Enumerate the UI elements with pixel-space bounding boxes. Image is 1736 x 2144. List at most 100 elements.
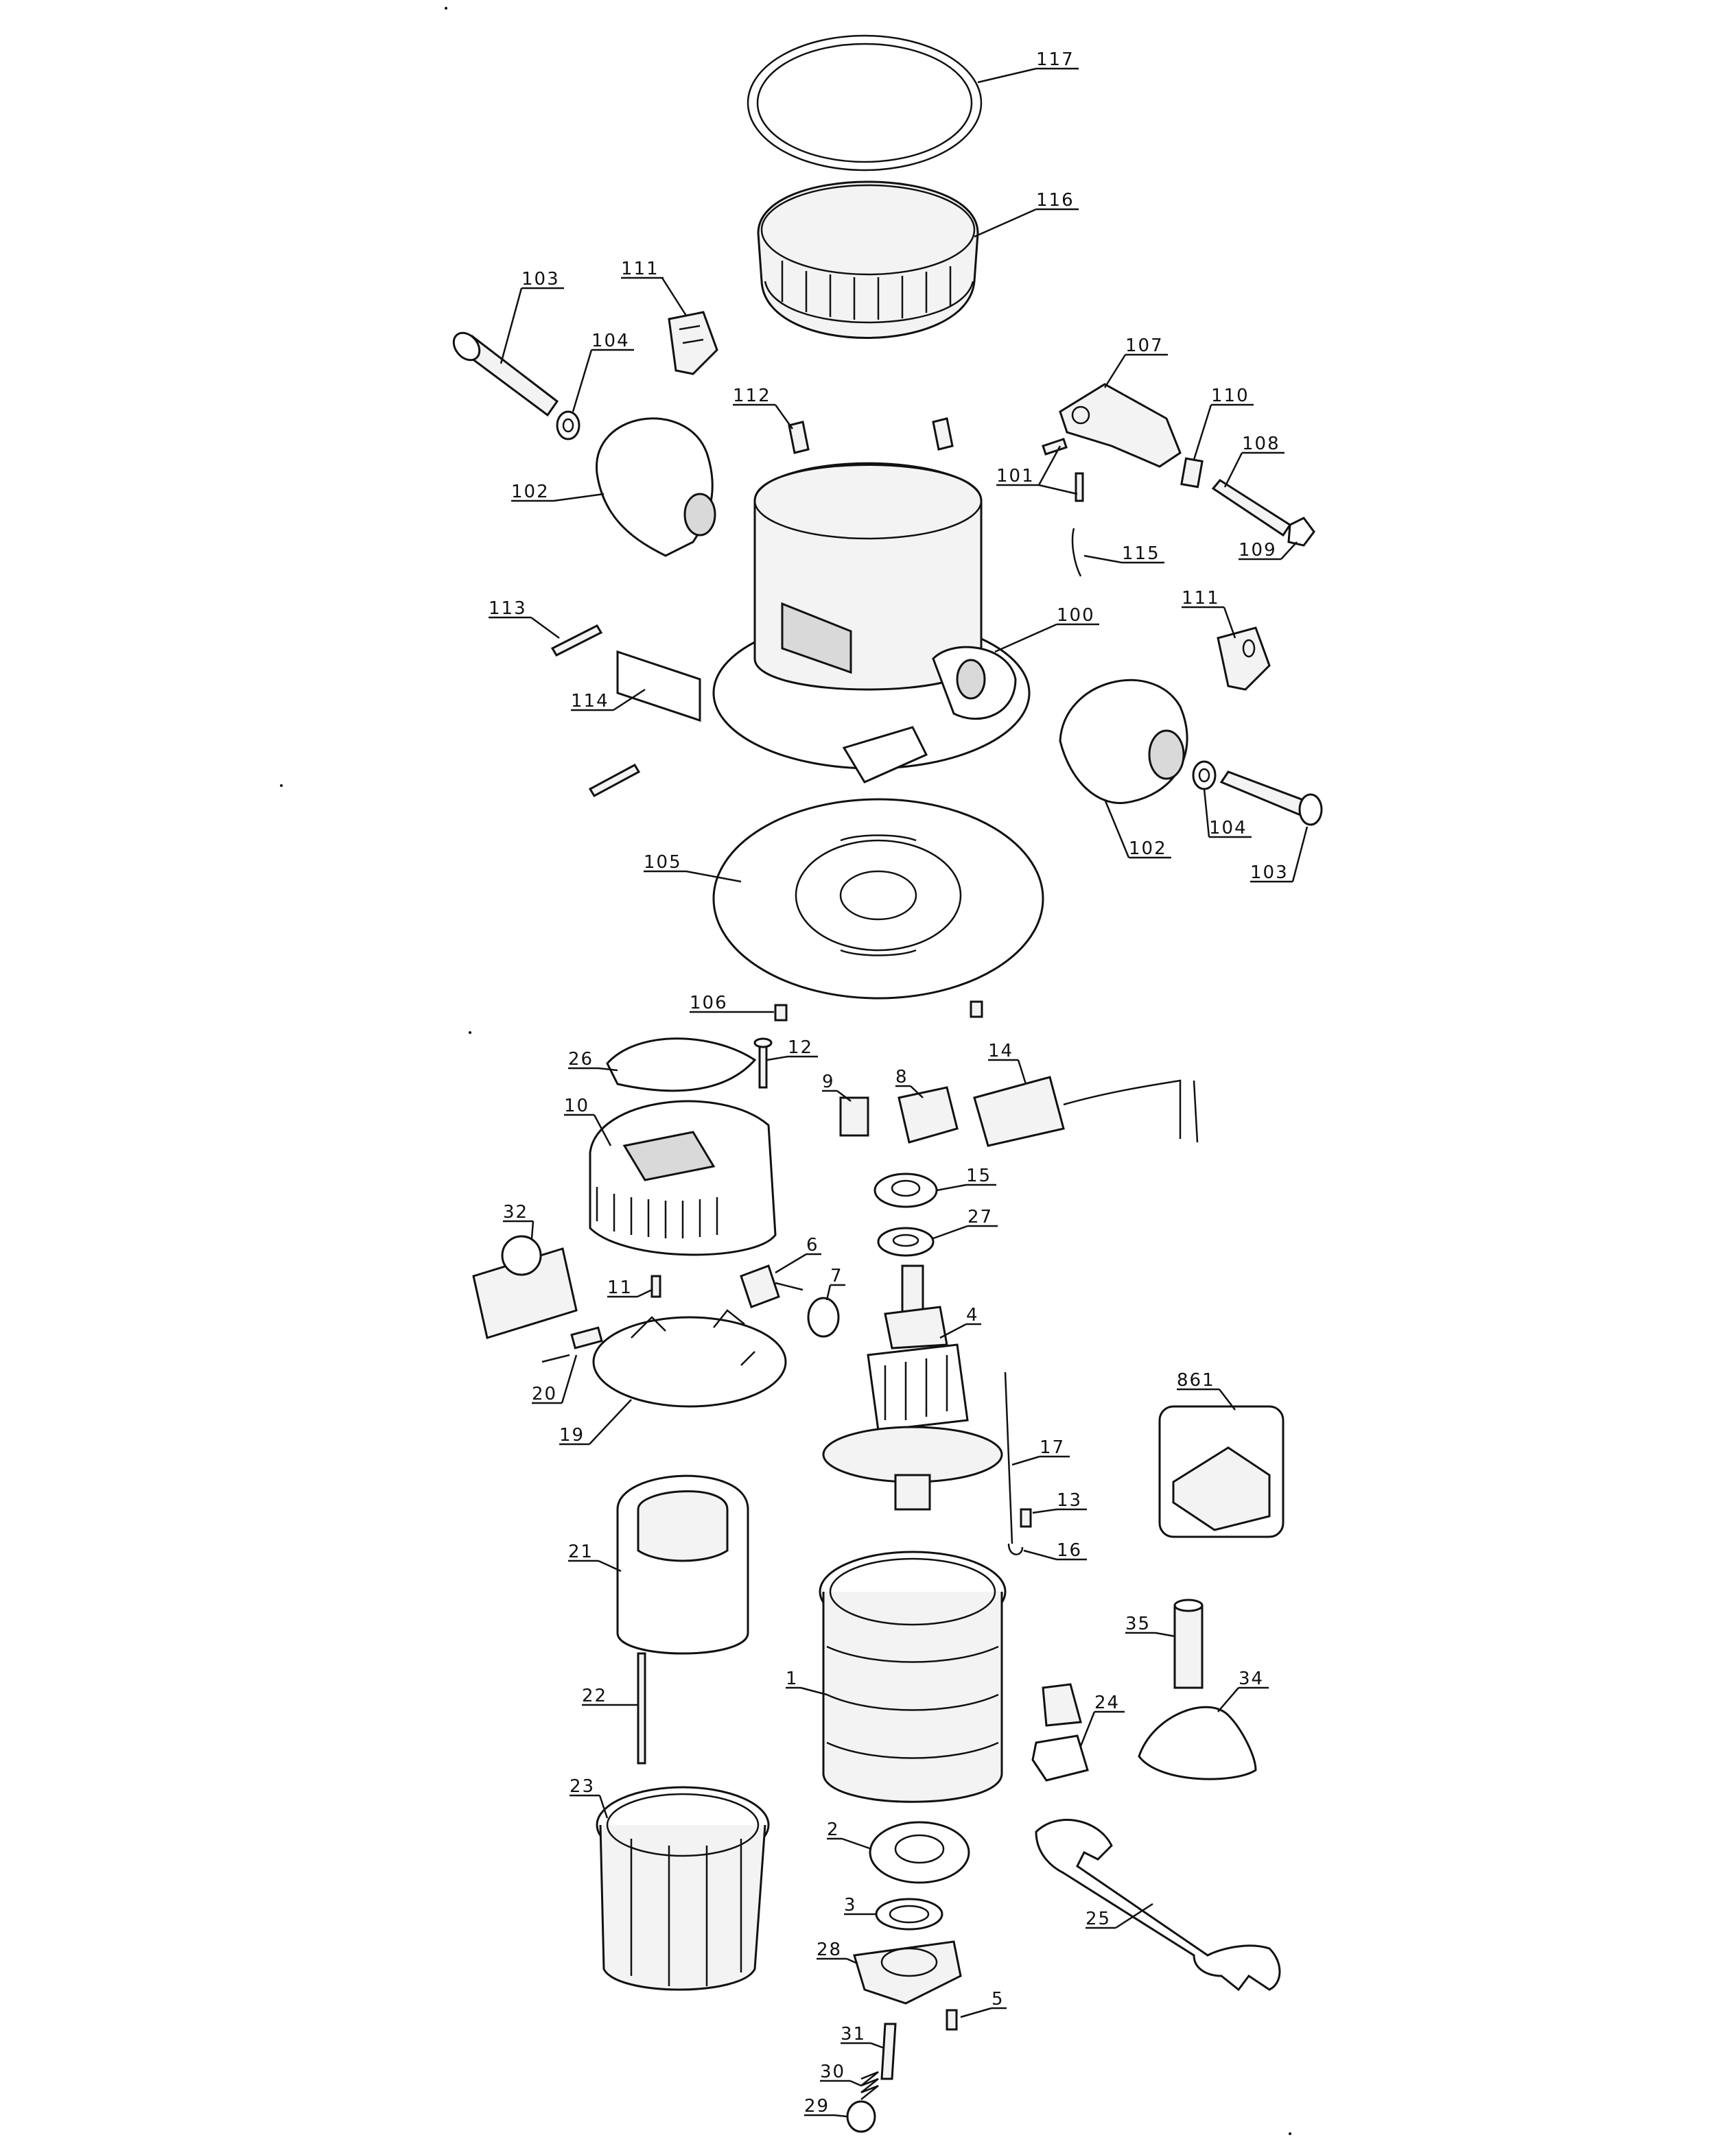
svg-text:15: 15: [966, 1166, 992, 1186]
callout-861: 861: [1177, 1370, 1236, 1411]
callout-22: 22: [582, 1686, 638, 1706]
callout-116: 116: [974, 190, 1079, 238]
callout-labels: 117 116 111 103 104 112 107 110 108 101 …: [489, 49, 1309, 2118]
lower-housing-part: [596, 1786, 770, 1991]
svg-text:111: 111: [1182, 588, 1220, 609]
leaf-spring-part: [1071, 528, 1082, 577]
callout-6: 6: [775, 1235, 821, 1274]
callout-12: 12: [766, 1037, 818, 1061]
svg-text:100: 100: [1057, 605, 1095, 626]
roll-pin-part: [1042, 438, 1084, 502]
callout-31: 31: [841, 2024, 884, 2049]
svg-text:117: 117: [1036, 49, 1075, 70]
svg-text:112: 112: [733, 386, 771, 406]
svg-text:29: 29: [804, 2096, 830, 2117]
svg-text:116: 116: [1036, 190, 1075, 211]
motor-housing-part: [819, 1551, 1007, 1803]
svg-text:35: 35: [1125, 1614, 1151, 1634]
motor-cap-part: [589, 1100, 777, 1256]
label-plate-part: [616, 650, 701, 722]
svg-text:17: 17: [1040, 1437, 1065, 1458]
callout-104: 104: [572, 331, 634, 412]
switch-part: [839, 1096, 869, 1137]
clamp-clip-part: [668, 311, 718, 375]
svg-text:106: 106: [690, 993, 728, 1013]
callout-15: 15: [936, 1166, 996, 1192]
field-coil-part: [616, 1474, 749, 1655]
svg-text:30: 30: [820, 2062, 845, 2082]
svg-text:32: 32: [503, 1202, 528, 1223]
callout-107: 107: [1103, 335, 1168, 388]
svg-text:103: 103: [1250, 862, 1289, 883]
svg-text:23: 23: [570, 1776, 595, 1797]
callout-21: 21: [568, 1542, 622, 1572]
svg-text:25: 25: [1086, 1909, 1111, 1929]
adjustment-ring-part: [757, 180, 979, 339]
guide-rod-part: [1173, 1599, 1204, 1689]
callout-100: 100: [994, 605, 1099, 653]
wrench-part: [1035, 1819, 1281, 1992]
svg-text:1: 1: [786, 1669, 799, 1689]
hex-nut-part: [1287, 517, 1315, 547]
svg-text:114: 114: [571, 691, 609, 711]
o-ring-part: [747, 34, 983, 172]
svg-text:9: 9: [822, 1072, 835, 1092]
rod-part: [1004, 1371, 1013, 1544]
callout-5: 5: [960, 1989, 1007, 2018]
collet-part: [1031, 1683, 1089, 1782]
svg-text:102: 102: [1129, 838, 1167, 859]
small-pin-part: [650, 1275, 661, 1298]
svg-text:16: 16: [1057, 1540, 1082, 1561]
svg-text:2: 2: [827, 1819, 840, 1840]
callout-14: 14: [988, 1041, 1027, 1085]
svg-text:109: 109: [1239, 540, 1277, 561]
svg-text:113: 113: [489, 598, 527, 619]
callout-8: 8: [895, 1067, 924, 1098]
clamp-clip-part-right: [1217, 626, 1271, 691]
svg-text:28: 28: [817, 1940, 842, 1960]
svg-text:5: 5: [992, 1989, 1005, 2010]
callout-28: 28: [817, 1940, 858, 1965]
callout-111: 111: [621, 259, 688, 316]
callout-117: 117: [977, 49, 1079, 84]
callout-109: 109: [1239, 540, 1298, 561]
lock-pin-part: [880, 2023, 897, 2080]
screw-13-part: [1020, 1508, 1032, 1528]
armature-part: [822, 1264, 1003, 1511]
callout-25: 25: [1086, 1902, 1153, 1929]
screw-5-part: [946, 2009, 958, 2031]
handle-knob-part: [596, 417, 716, 557]
cone-base-part: [1138, 1706, 1257, 1780]
callout-11: 11: [607, 1277, 653, 1298]
svg-text:104: 104: [1209, 818, 1247, 838]
power-cord-part: [973, 1076, 1199, 1147]
callout-30: 30: [820, 2062, 862, 2087]
callout-34: 34: [1217, 1669, 1269, 1712]
svg-text:10: 10: [564, 1096, 589, 1116]
svg-text:861: 861: [1177, 1370, 1215, 1391]
square-nut-part: [1180, 457, 1204, 488]
callout-2: 2: [827, 1819, 872, 1850]
callout-10: 10: [564, 1096, 612, 1146]
callout-9: 9: [822, 1072, 852, 1102]
clip-part: [1007, 1543, 1024, 1555]
callout-20: 20: [532, 1354, 578, 1404]
carbon-brush-part: [740, 1264, 804, 1308]
brush-assembly-part: [472, 1235, 578, 1339]
sub-base-plate-part: [712, 798, 1044, 1000]
callout-115: 115: [1083, 543, 1164, 564]
callout-29: 29: [804, 2096, 848, 2118]
callout-103: 103: [1250, 826, 1309, 883]
callout-110: 110: [1193, 386, 1254, 460]
switch-housing-part: [898, 1086, 959, 1144]
bearing-cap-part: [853, 1940, 962, 2005]
callout-105: 105: [644, 852, 742, 883]
bearing-part: [873, 1173, 938, 1208]
washer-part: [556, 410, 580, 440]
long-screw-part: [753, 1037, 773, 1089]
retaining-ring-part: [875, 1898, 943, 1931]
svg-text:34: 34: [1239, 1669, 1264, 1689]
callout-35: 35: [1125, 1614, 1175, 1638]
svg-text:27: 27: [967, 1207, 993, 1227]
svg-text:19: 19: [559, 1425, 585, 1446]
